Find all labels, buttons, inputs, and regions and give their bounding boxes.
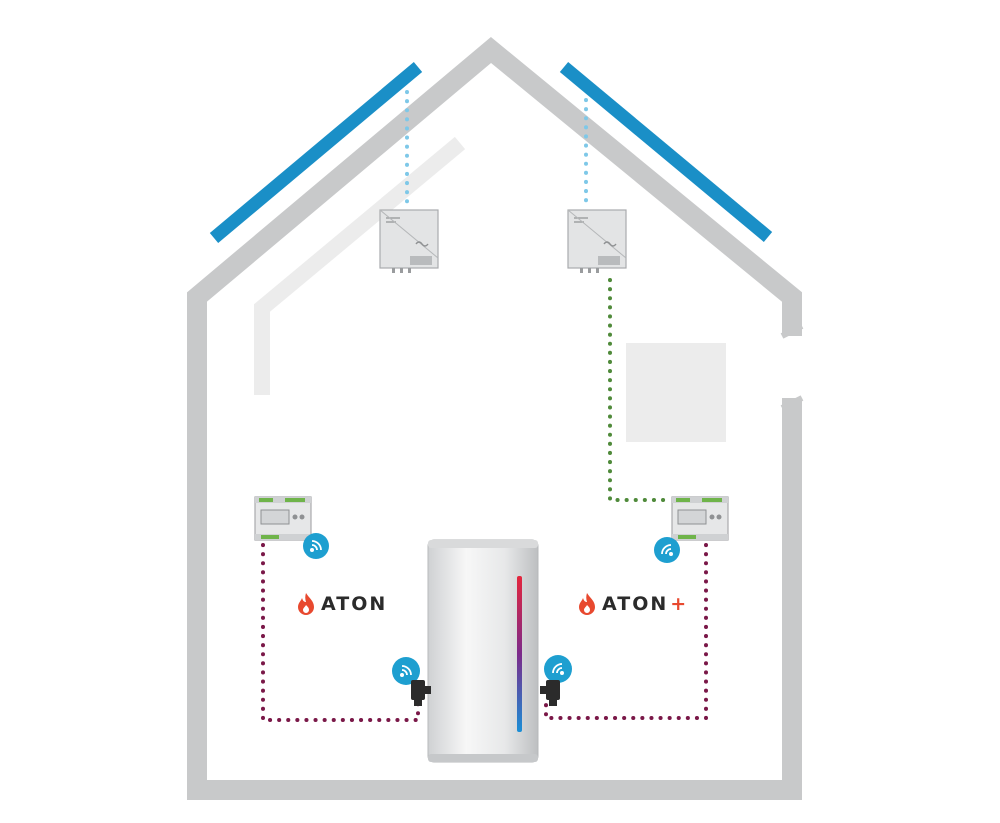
house-outline: [187, 37, 802, 800]
flame-icon: [579, 593, 595, 615]
water-heater-icon: [427, 539, 539, 763]
wifi-signal-icon: [654, 537, 680, 563]
brand-aton-plus-right: ATON+: [578, 592, 688, 616]
wifi-signal-icon: [544, 655, 572, 683]
grid-link: [608, 278, 674, 502]
wifi-signal-icon: [392, 657, 420, 685]
attic-stroke: [254, 136, 466, 395]
thermometer-bar: [517, 576, 522, 732]
brand-name: ATON: [602, 593, 669, 615]
controller-icon: [671, 496, 729, 541]
solar-panel-icon: [559, 62, 773, 242]
inverter-icon: [379, 209, 439, 273]
solar-panel-icon: [209, 62, 423, 243]
brand-name: ATON: [321, 593, 388, 615]
heater-link-left: [261, 543, 420, 722]
wall-box: [626, 343, 726, 442]
heating-element-icon: [540, 680, 560, 706]
wall-notch: [780, 323, 804, 411]
inverter-icon: [567, 209, 627, 273]
controller-icon: [254, 496, 312, 541]
wifi-signal-icon: [303, 533, 329, 559]
brand-aton-left: ATON: [297, 592, 387, 616]
brand-plus-suffix: +: [670, 593, 689, 615]
flame-icon: [298, 593, 314, 615]
heater-link-right: [544, 543, 708, 720]
heating-element-icon: [411, 680, 431, 706]
